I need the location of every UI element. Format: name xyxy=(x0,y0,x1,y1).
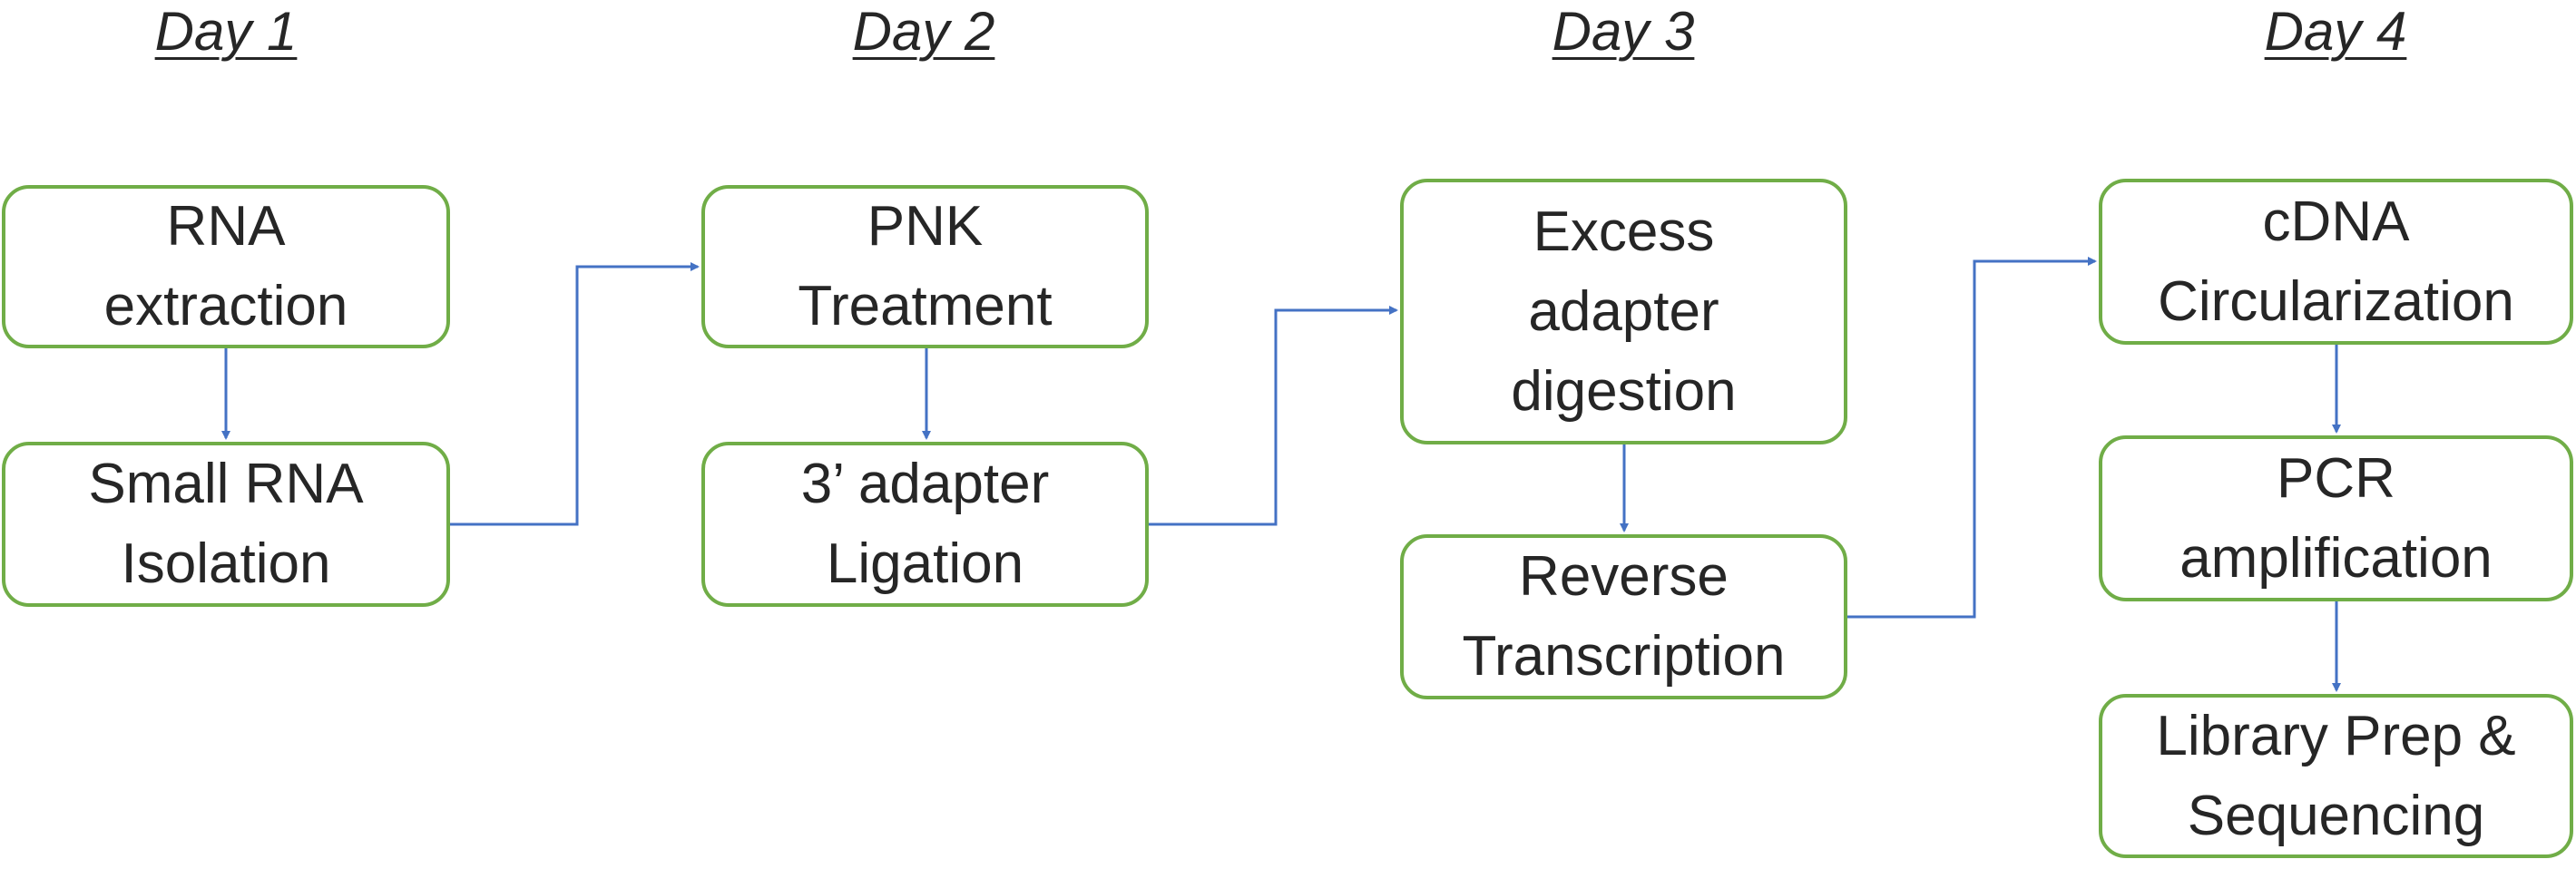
step-label: Excess adapter digestion xyxy=(1511,200,1737,423)
step-label: cDNA Circularization xyxy=(2158,190,2514,333)
step-label: PNK Treatment xyxy=(798,195,1053,337)
step-pcr-amplification: PCR amplification xyxy=(2099,435,2573,601)
step-label: Small RNA Isolation xyxy=(88,453,364,595)
step-library-prep-sequencing: Library Prep & Sequencing xyxy=(2099,694,2573,858)
step-label: Reverse Transcription xyxy=(1462,545,1786,688)
step-rna-extraction: RNA extraction xyxy=(2,185,450,348)
arrow-isolation-to-pnk xyxy=(450,262,700,526)
step-label: RNA extraction xyxy=(103,195,348,337)
step-cdna-circularization: cDNA Circularization xyxy=(2099,179,2573,345)
step-excess-adapter-digestion: Excess adapter digestion xyxy=(1400,179,1847,444)
day-1-header: Day 1 xyxy=(154,1,298,62)
step-label: Library Prep & Sequencing xyxy=(2156,704,2516,847)
step-3-adapter-ligation: 3’ adapter Ligation xyxy=(701,442,1149,607)
day-4-header: Day 4 xyxy=(2264,1,2407,62)
step-reverse-transcription: Reverse Transcription xyxy=(1400,534,1847,699)
arrow-rt-to-circularization xyxy=(1847,257,2097,619)
step-small-rna-isolation: Small RNA Isolation xyxy=(2,442,450,607)
day-2-header: Day 2 xyxy=(852,1,995,62)
step-label: 3’ adapter Ligation xyxy=(800,453,1050,595)
arrow-ligation-to-digestion xyxy=(1149,306,1398,526)
step-pnk-treatment: PNK Treatment xyxy=(701,185,1149,348)
step-label: PCR amplification xyxy=(2179,446,2493,590)
day-3-header: Day 3 xyxy=(1552,1,1695,62)
